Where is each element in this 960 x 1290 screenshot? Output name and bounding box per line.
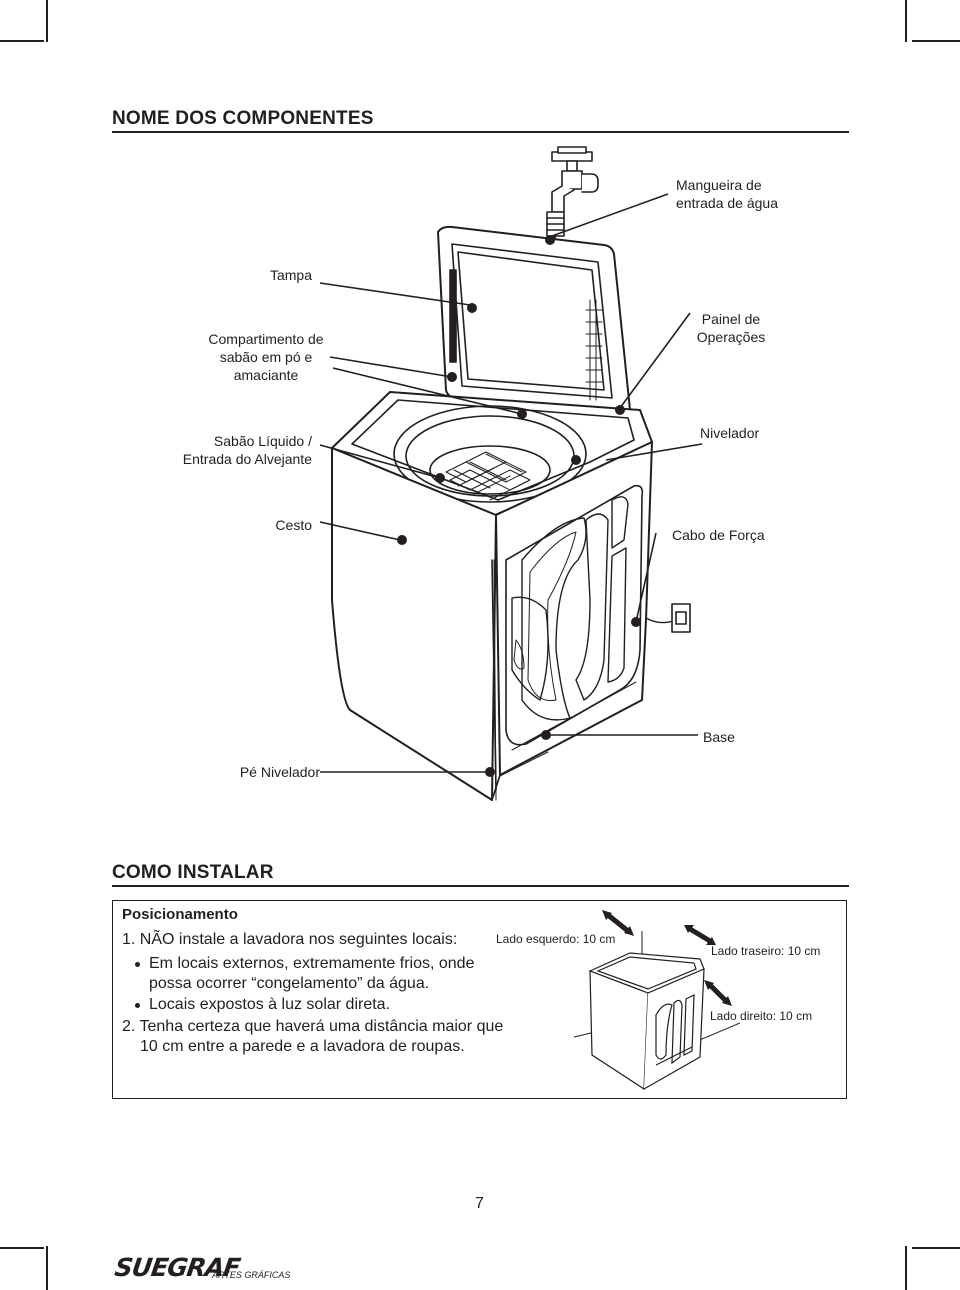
crop-mark bbox=[46, 1246, 48, 1290]
install-step2-line2: 10 cm entre a parede e a lavadora de rou… bbox=[140, 1038, 465, 1055]
page-number: 7 bbox=[475, 1195, 484, 1212]
faucet-icon bbox=[546, 146, 599, 237]
callout-panel-line2: Operações bbox=[696, 329, 766, 345]
leader-liquid bbox=[319, 444, 441, 479]
leader-panel bbox=[619, 312, 691, 409]
cabinet-body bbox=[331, 441, 691, 801]
callout-powder-line3: amaciante bbox=[233, 367, 299, 383]
clearance-right: Lado direito: 10 cm bbox=[710, 1009, 813, 1023]
callout-panel-line1: Painel de bbox=[701, 311, 761, 327]
crop-mark bbox=[905, 0, 907, 42]
section-title-install: COMO INSTALAR bbox=[112, 862, 274, 883]
callout-liquid-line1: Sabão Líquido / bbox=[213, 433, 312, 449]
cabinet-top bbox=[331, 391, 653, 516]
leader-basket bbox=[319, 521, 401, 541]
install-step1: 1. NÃO instale a lavadora nos seguintes … bbox=[122, 931, 458, 948]
callout-liquid: Sabão Líquido / Entrada do Alvejante bbox=[160, 432, 312, 468]
crop-mark bbox=[905, 1246, 907, 1290]
callout-panel: Painel de Operações bbox=[690, 310, 772, 346]
install-bullet-2: Locais expostos à luz solar direta. bbox=[134, 996, 391, 1013]
clearance-diagram bbox=[573, 910, 740, 1091]
crop-mark bbox=[0, 1247, 44, 1249]
leader-leveler bbox=[605, 443, 703, 461]
suegraf-logo-sub: ARTES GRÁFICAS bbox=[212, 1270, 291, 1280]
install-subtitle: Posicionamento bbox=[122, 906, 238, 923]
crop-mark bbox=[46, 0, 48, 42]
clearance-back: Lado traseiro: 10 cm bbox=[711, 944, 821, 958]
install-step2-line1: 2. Tenha certeza que haverá uma distânci… bbox=[122, 1018, 504, 1035]
callout-basket: Cesto bbox=[275, 517, 312, 533]
section-rule bbox=[112, 131, 849, 133]
clearance-left: Lado esquerdo: 10 cm bbox=[496, 932, 616, 946]
callout-liquid-line2: Entrada do Alvejante bbox=[182, 451, 312, 467]
install-box bbox=[112, 900, 847, 1099]
section-title-components: NOME DOS COMPONENTES bbox=[112, 108, 374, 129]
crop-mark bbox=[912, 40, 960, 42]
section-rule bbox=[112, 885, 849, 887]
leader-powder-2 bbox=[332, 367, 523, 415]
callout-powder-line1: Compartimento de bbox=[208, 331, 324, 347]
callout-base: Base bbox=[703, 729, 735, 745]
callout-leveler: Nivelador bbox=[700, 425, 760, 441]
callout-lid: Tampa bbox=[269, 267, 312, 283]
leader-cord bbox=[635, 532, 657, 623]
install-bullet-1-line1: Em locais externos, extremamente frios, … bbox=[149, 955, 475, 972]
callout-powder: Compartimento de sabão em pó e amaciante bbox=[196, 330, 336, 384]
lid bbox=[437, 225, 631, 418]
leader-hose bbox=[551, 193, 669, 237]
crop-mark bbox=[912, 1247, 960, 1249]
leader-powder bbox=[329, 356, 453, 378]
washer-diagram bbox=[319, 146, 703, 801]
callout-cord: Cabo de Força bbox=[672, 527, 765, 543]
callout-hose: Mangueira de entrada de água bbox=[676, 176, 778, 212]
callout-powder-line2: sabão em pó e bbox=[219, 349, 313, 365]
leader-lid bbox=[319, 282, 471, 306]
install-step2: 2. Tenha certeza que haverá uma distânci… bbox=[122, 1017, 503, 1057]
callout-hose-line1: Mangueira de bbox=[676, 177, 762, 193]
callout-foot: Pé Nivelador bbox=[239, 764, 320, 780]
install-bullet-1-line2: possa ocorrer “congelamento” da água. bbox=[149, 975, 430, 992]
callout-hose-line2: entrada de água bbox=[676, 195, 778, 211]
crop-mark bbox=[0, 40, 44, 42]
install-bullet-1: Em locais externos, extremamente frios, … bbox=[134, 954, 475, 994]
